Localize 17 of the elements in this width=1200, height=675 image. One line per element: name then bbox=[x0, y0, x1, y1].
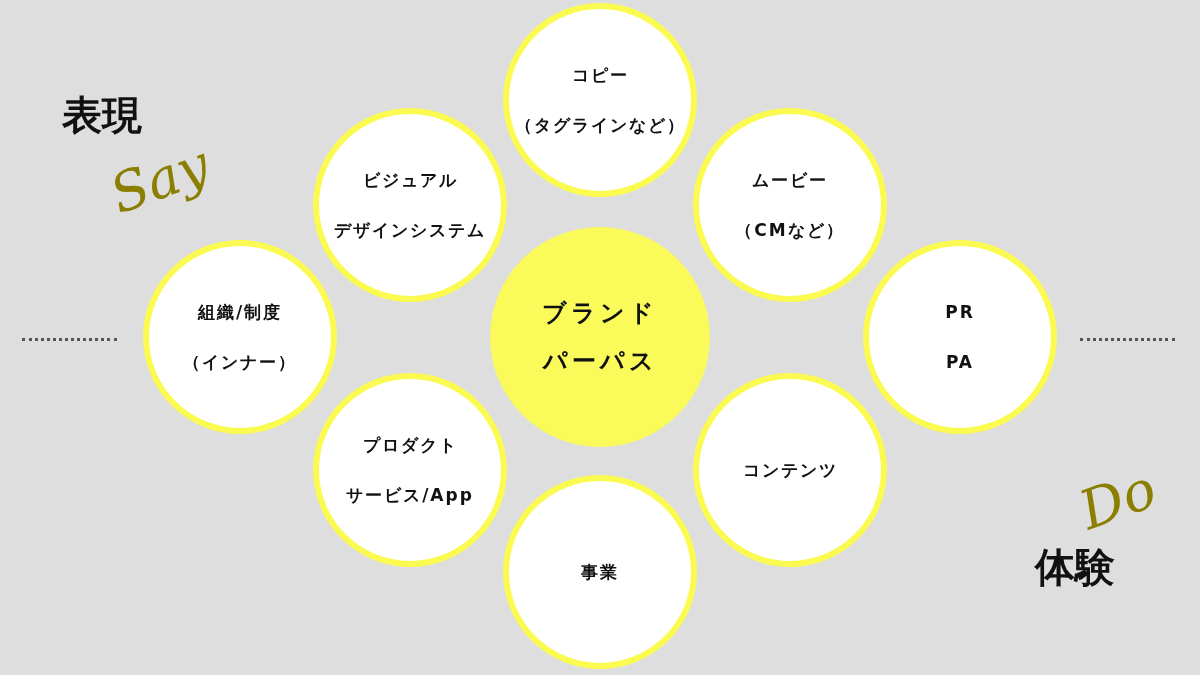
circle-label: コンテンツ bbox=[742, 459, 838, 482]
circle-label: サービス/App bbox=[346, 484, 474, 507]
circle-label: コピー bbox=[571, 64, 629, 87]
circle-label: 事業 bbox=[581, 561, 619, 584]
circle-label: ムービー bbox=[752, 169, 828, 192]
circle-label: デザインシステム bbox=[334, 219, 486, 242]
section-heading: 体験 bbox=[1035, 543, 1115, 592]
circle-label: PA bbox=[945, 351, 975, 374]
circle-label: 組織/制度 bbox=[197, 301, 283, 324]
circle-label: （インナー） bbox=[183, 351, 297, 374]
circle-label: （CMなど） bbox=[735, 219, 845, 242]
circle-label: ブランドパーパス bbox=[541, 298, 659, 377]
circle-label: プロダクト bbox=[362, 434, 458, 457]
circle-label: （タグラインなど） bbox=[514, 114, 686, 137]
circle-label: ビジュアル bbox=[362, 169, 458, 192]
circle-label: PR bbox=[945, 301, 975, 324]
script-text: Do bbox=[1072, 458, 1164, 542]
